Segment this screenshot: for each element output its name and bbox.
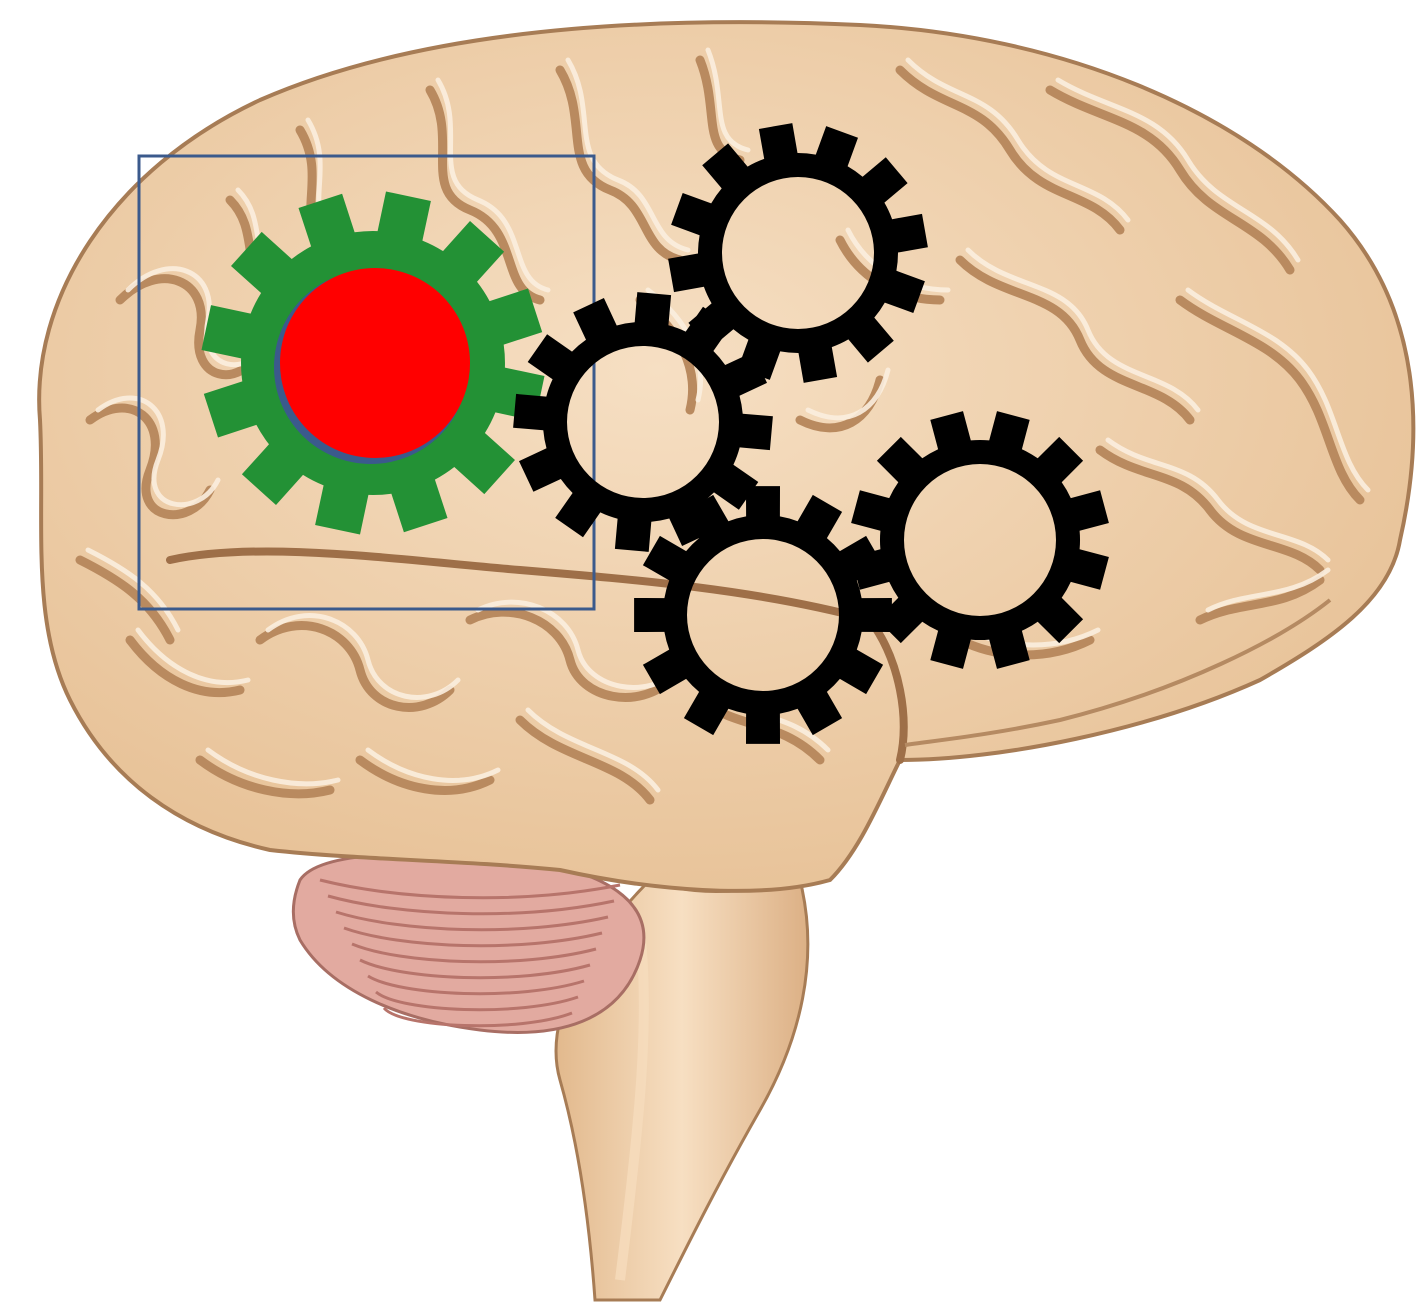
gear-core	[280, 268, 470, 458]
green-gear-icon	[202, 192, 545, 535]
cerebellum	[293, 854, 644, 1032]
